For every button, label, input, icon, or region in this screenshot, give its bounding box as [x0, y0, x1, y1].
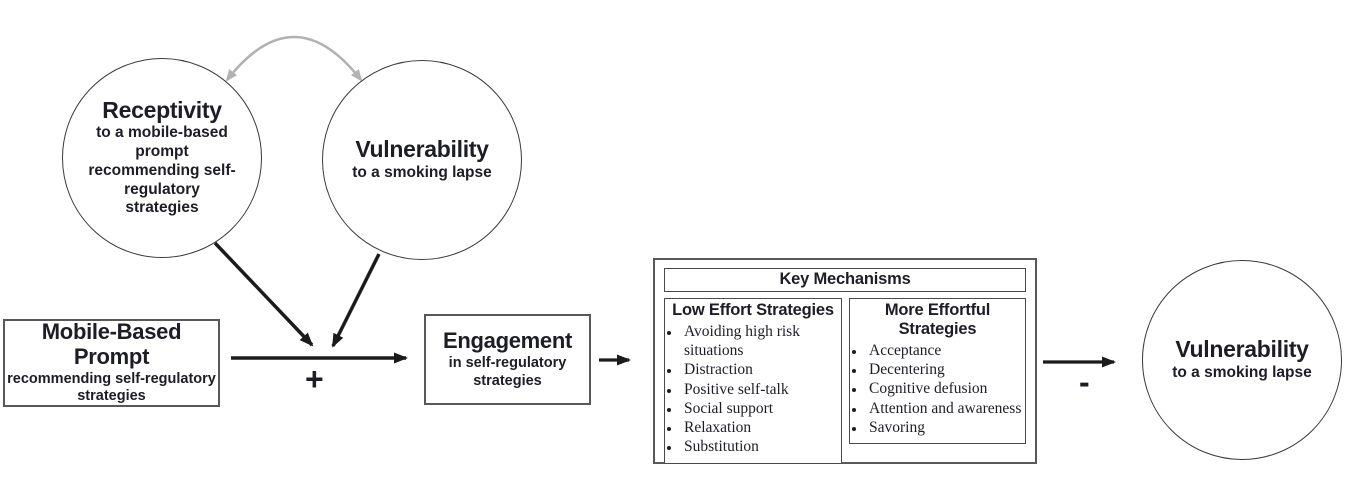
node-mobile-based-prompt-title: Mobile-Based Prompt	[41, 319, 182, 369]
node-vulnerability-end-subtitle: to a smoking lapse	[1172, 363, 1312, 381]
list-item: Cognitive defusion	[866, 379, 1025, 398]
arrow-vulnerability-to-junction	[331, 253, 381, 348]
node-vulnerability-end-title: Vulnerability	[1175, 336, 1309, 363]
node-mobile-based-prompt: Mobile-Based Prompt recommending self-re…	[3, 319, 220, 407]
arrow-receptivity-to-junction	[213, 241, 314, 347]
plus-path-label: +	[305, 361, 324, 397]
minus-path-label: -	[1079, 364, 1090, 400]
node-vulnerability-top-title: Vulnerability	[355, 136, 489, 163]
more-effortful-strategies-box: More Effortful Strategies Acceptance Dec…	[849, 298, 1026, 445]
node-receptivity: Receptivity to a mobile-based prompt rec…	[62, 58, 262, 258]
more-effortful-strategies-title: More Effortful Strategies	[884, 301, 991, 338]
bidirectional-arrow-receptivity-vulnerability	[225, 35, 363, 82]
key-mechanisms-title: Key Mechanisms	[664, 268, 1026, 292]
node-engagement-title: Engagement	[442, 328, 573, 354]
list-item: Social support	[681, 399, 841, 418]
list-item: Savoring	[866, 418, 1025, 437]
node-vulnerability-end: Vulnerability to a smoking lapse	[1142, 260, 1342, 460]
node-receptivity-title: Receptivity	[102, 96, 222, 123]
list-item: Relaxation	[681, 418, 841, 437]
list-item: Avoiding high risk situations	[681, 322, 841, 360]
node-engagement: Engagement in self-regulatory strategies	[424, 314, 591, 405]
list-item: Acceptance	[866, 341, 1025, 360]
node-engagement-subtitle: in self-regulatory strategies	[448, 355, 567, 389]
low-effort-strategies-list: Avoiding high risk situations Distractio…	[665, 322, 841, 457]
node-vulnerability-top: Vulnerability to a smoking lapse	[322, 60, 522, 260]
node-mobile-based-prompt-subtitle: recommending self-regulatory strategies	[7, 370, 216, 405]
low-effort-strategies-box: Low Effort Strategies Avoiding high risk…	[664, 298, 842, 464]
list-item: Distraction	[681, 360, 841, 379]
key-mechanisms-box: Key Mechanisms Low Effort Strategies Avo…	[653, 258, 1037, 464]
list-item: Attention and awareness	[866, 399, 1025, 418]
node-vulnerability-top-subtitle: to a smoking lapse	[352, 163, 492, 181]
list-item: Substitution	[681, 437, 841, 456]
more-effortful-strategies-list: Acceptance Decentering Cognitive defusio…	[850, 341, 1025, 437]
list-item: Decentering	[866, 360, 1025, 379]
node-receptivity-subtitle: to a mobile-based prompt recommending se…	[88, 123, 236, 217]
list-item: Positive self-talk	[681, 380, 841, 399]
low-effort-strategies-title: Low Effort Strategies	[672, 301, 834, 319]
key-mechanisms-columns: Low Effort Strategies Avoiding high risk…	[664, 298, 1026, 464]
